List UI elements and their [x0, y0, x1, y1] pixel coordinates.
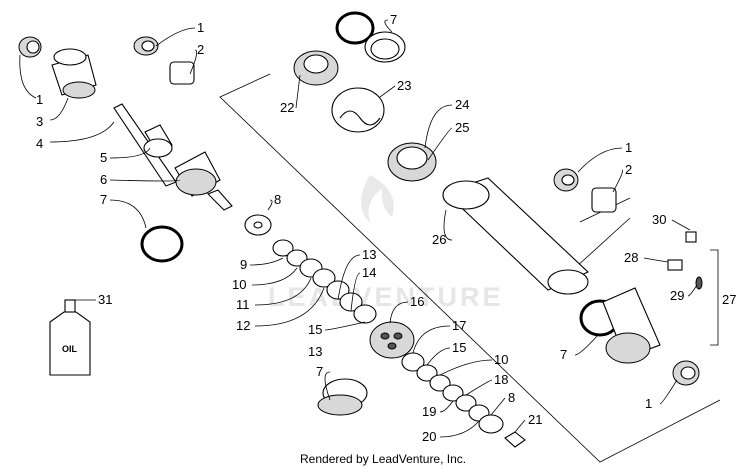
callout-8: 8	[508, 390, 515, 405]
callout-7: 7	[100, 192, 107, 207]
callout-13: 13	[308, 344, 322, 359]
callout-28: 28	[624, 250, 638, 265]
callout-27: 27	[722, 292, 736, 307]
callout-7: 7	[316, 364, 323, 379]
callout-15: 15	[308, 322, 322, 337]
left-sleeve	[51, 48, 97, 99]
callout-26: 26	[432, 232, 446, 247]
oil-bottle: OIL	[49, 299, 91, 376]
callout-31: 31	[98, 292, 112, 307]
leader-lines	[19, 19, 719, 438]
callout-25: 25	[455, 120, 469, 135]
callout-1: 1	[197, 20, 204, 35]
callout-29: 29	[670, 288, 684, 303]
watermark: LEADVENTURE	[268, 175, 504, 312]
callout-18: 18	[494, 372, 508, 387]
callout-13: 13	[362, 247, 376, 262]
callout-16: 16	[410, 294, 424, 309]
callout-23: 23	[397, 78, 411, 93]
washer-stack	[244, 214, 377, 324]
callout-2: 2	[197, 42, 204, 57]
bottom-bushing	[672, 360, 700, 386]
callout-4: 4	[36, 136, 43, 151]
eyelet-bushing-top	[133, 36, 195, 85]
washer-stack-lower	[401, 352, 526, 448]
callout-2: 2	[625, 162, 632, 177]
adjuster-ring	[387, 142, 437, 182]
callout-11: 11	[236, 297, 250, 312]
shaft-assembly	[113, 103, 233, 211]
lower-band	[317, 378, 368, 416]
callout-19: 19	[422, 404, 436, 419]
left-bushing-top	[18, 36, 42, 58]
callout-labels: 1 2 1 3 4 5 6 7 8 9 10 11 12 13 14 15 13…	[36, 12, 736, 444]
spring-cylinder	[442, 177, 589, 295]
watermark-text: LEADVENTURE	[268, 282, 504, 312]
right-bushing	[553, 168, 617, 213]
callout-8: 8	[274, 192, 281, 207]
callout-1: 1	[625, 140, 632, 155]
callout-17: 17	[452, 318, 466, 333]
callout-3: 3	[36, 114, 43, 129]
callout-10: 10	[232, 277, 246, 292]
flame-logo-icon	[361, 175, 394, 223]
callout-15: 15	[452, 340, 466, 355]
cap	[293, 50, 339, 86]
credit-text: Rendered by LeadVenture, Inc.	[300, 452, 466, 466]
callout-1: 1	[36, 92, 43, 107]
valve-parts	[667, 231, 703, 290]
bladder	[331, 87, 385, 133]
callout-22: 22	[280, 100, 294, 115]
callout-6: 6	[100, 172, 107, 187]
left-oring	[140, 225, 184, 263]
oil-bottle-label: OIL	[62, 344, 78, 354]
callout-30: 30	[652, 212, 666, 227]
callout-24: 24	[455, 97, 469, 112]
callout-7: 7	[390, 12, 397, 27]
top-oring	[335, 11, 375, 45]
reservoir-body	[602, 287, 661, 364]
callout-21: 21	[528, 412, 542, 427]
callout-5: 5	[100, 150, 107, 165]
callout-1: 1	[645, 396, 652, 411]
top-band	[364, 31, 406, 63]
callout-9: 9	[240, 257, 247, 272]
callout-20: 20	[422, 429, 436, 444]
callout-14: 14	[362, 265, 376, 280]
callout-10: 10	[494, 352, 508, 367]
piston	[369, 321, 415, 359]
callout-7: 7	[560, 347, 567, 362]
callout-12: 12	[236, 318, 250, 333]
